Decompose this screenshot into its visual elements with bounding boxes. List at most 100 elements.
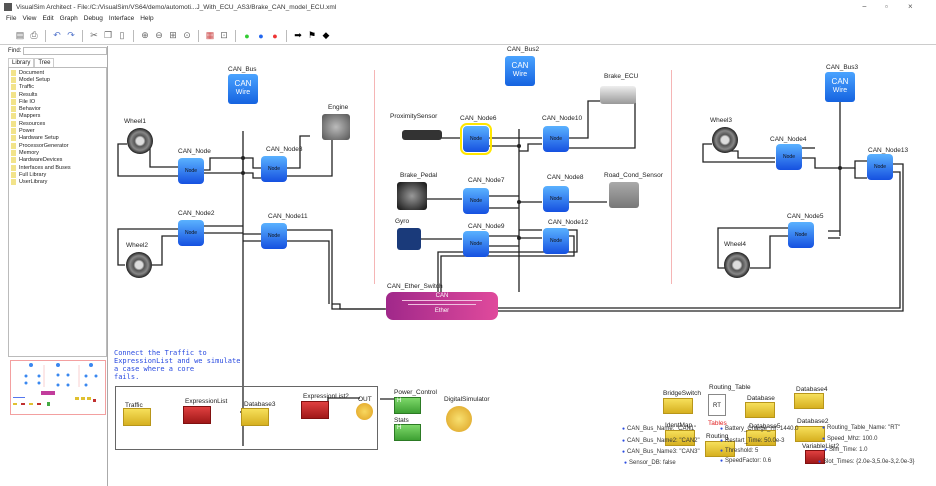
wheel3-icon[interactable] bbox=[712, 127, 738, 153]
can-node6-block[interactable]: Node bbox=[460, 123, 492, 155]
param-item[interactable]: CAN_Bus_Name3: "CAN3" bbox=[622, 449, 700, 455]
wheel2-icon[interactable] bbox=[126, 252, 152, 278]
arrow-icon[interactable]: ➡ bbox=[294, 30, 302, 40]
diagram-overview[interactable] bbox=[10, 360, 106, 415]
param-item[interactable]: CAN_Bus_Name2: "CAN2" bbox=[622, 438, 700, 444]
can-node13-block[interactable]: Node bbox=[867, 154, 893, 180]
save-icon[interactable]: ▤ bbox=[15, 30, 25, 40]
menu-graph[interactable]: Graph bbox=[59, 15, 78, 22]
library-item[interactable]: Interfaces and Buses bbox=[11, 164, 104, 171]
param-item[interactable]: Threshold: 5 bbox=[720, 448, 758, 454]
find-input[interactable] bbox=[23, 47, 107, 55]
pause-icon[interactable]: ● bbox=[258, 30, 264, 41]
power-control-block[interactable]: H bbox=[394, 397, 421, 414]
param-item[interactable]: SpeedFactor: 0.6 bbox=[720, 458, 771, 464]
param-item[interactable]: Battery_Charge_Hr: 1440.0 bbox=[720, 426, 798, 432]
can-node3-block[interactable]: Node bbox=[261, 156, 287, 182]
param-item[interactable]: Sensor_DB: false bbox=[624, 460, 676, 466]
database4-block[interactable] bbox=[794, 393, 824, 409]
menu-file[interactable]: File bbox=[6, 15, 17, 22]
library-item[interactable]: Traffic bbox=[11, 84, 104, 91]
run-icon[interactable]: ● bbox=[244, 30, 250, 41]
hierarchy-icon[interactable]: ▦ bbox=[205, 30, 215, 40]
expressionlist-block[interactable] bbox=[183, 406, 211, 424]
road-cond-sensor-icon[interactable] bbox=[609, 182, 639, 208]
library-item[interactable]: HardwareDevices bbox=[11, 157, 104, 164]
stop-icon[interactable]: ● bbox=[272, 30, 278, 41]
database-block[interactable] bbox=[745, 402, 775, 418]
traffic-block[interactable] bbox=[123, 408, 151, 426]
maximize-button[interactable]: ▫ bbox=[885, 2, 888, 11]
library-item[interactable]: Full Library bbox=[11, 171, 104, 178]
close-button[interactable]: × bbox=[908, 2, 913, 11]
param-item[interactable]: Restart_Time: 50.0e-3 bbox=[720, 438, 784, 444]
expressionlist2-block[interactable] bbox=[301, 401, 329, 419]
can-node-block[interactable]: Node bbox=[178, 158, 204, 184]
library-item[interactable]: Memory bbox=[11, 149, 104, 156]
brake-ecu-icon[interactable] bbox=[600, 86, 636, 104]
tab-library[interactable]: Library bbox=[8, 58, 35, 67]
library-item[interactable]: File IO bbox=[11, 98, 104, 105]
redo-icon[interactable]: ↷ bbox=[67, 30, 75, 40]
can-node2-block[interactable]: Node bbox=[178, 220, 204, 246]
param-item[interactable]: CAN_Bus_Name: "CAN1" bbox=[622, 426, 696, 432]
database3-block[interactable] bbox=[241, 408, 269, 426]
zoom-in-icon[interactable]: ⊕ bbox=[141, 30, 149, 40]
can-node10-block[interactable]: Node bbox=[543, 126, 569, 152]
library-item[interactable]: Mappers bbox=[11, 113, 104, 120]
param-item[interactable]: Slot_Times: {2.0e-3,5.0e-3,2.0e-3} bbox=[818, 459, 915, 465]
library-item[interactable]: Power bbox=[11, 127, 104, 135]
zoom-fit-icon[interactable]: ⊞ bbox=[169, 30, 177, 40]
engine-icon[interactable] bbox=[322, 114, 350, 140]
stats-block[interactable]: H bbox=[394, 424, 421, 441]
routing-table-icon[interactable]: RT bbox=[708, 394, 726, 416]
menu-debug[interactable]: Debug bbox=[83, 15, 103, 22]
print-icon[interactable]: ⎙ bbox=[30, 30, 38, 40]
cut-icon[interactable]: ✂ bbox=[90, 30, 98, 40]
library-item[interactable]: Resources bbox=[11, 120, 104, 127]
expand-icon[interactable]: ⊡ bbox=[220, 30, 228, 40]
library-item[interactable]: Model Setup bbox=[11, 76, 104, 83]
gyro-icon[interactable] bbox=[397, 228, 421, 250]
diamond-icon[interactable]: ◆ bbox=[322, 30, 330, 40]
bridgeswitch-block[interactable] bbox=[663, 398, 693, 414]
param-item[interactable]: Speed_Mhz: 100.0 bbox=[822, 436, 877, 442]
menu-view[interactable]: View bbox=[22, 15, 37, 22]
paste-icon[interactable]: ▯ bbox=[119, 30, 125, 40]
wheel1-icon[interactable] bbox=[127, 128, 153, 154]
menu-interface[interactable]: Interface bbox=[108, 15, 135, 22]
tab-tree[interactable]: Tree bbox=[34, 58, 55, 67]
proximity-sensor-icon[interactable] bbox=[402, 130, 442, 140]
zoom-reset-icon[interactable]: ⊙ bbox=[183, 30, 191, 40]
param-item[interactable]: Routing_Table_Name: "RT" bbox=[822, 425, 900, 431]
copy-icon[interactable]: ❐ bbox=[103, 30, 113, 40]
library-item[interactable]: Hardware Setup bbox=[11, 135, 104, 142]
menu-edit[interactable]: Edit bbox=[42, 15, 54, 22]
digital-simulator-icon[interactable] bbox=[446, 406, 472, 432]
can-node5-block[interactable]: Node bbox=[788, 222, 814, 248]
menu-help[interactable]: Help bbox=[140, 15, 154, 22]
undo-icon[interactable]: ↶ bbox=[53, 30, 61, 40]
param-item[interactable]: Sim_Time: 1.0 bbox=[824, 447, 867, 453]
library-item[interactable]: Document bbox=[11, 69, 104, 76]
flag-icon[interactable]: ⚑ bbox=[307, 30, 317, 40]
can-node11-block[interactable]: Node bbox=[261, 223, 287, 249]
can-node9-block[interactable]: Node bbox=[463, 231, 489, 257]
wheel4-icon[interactable] bbox=[724, 252, 750, 278]
library-item[interactable]: ProcessorGenerator bbox=[11, 142, 104, 149]
can-node4-block[interactable]: Node bbox=[776, 144, 802, 170]
library-item[interactable]: Behavior bbox=[11, 105, 104, 113]
library-item[interactable]: UserLibrary bbox=[11, 178, 104, 186]
zoom-out-icon[interactable]: ⊖ bbox=[155, 30, 163, 40]
library-item[interactable]: Results bbox=[11, 91, 104, 98]
out-port[interactable] bbox=[356, 403, 373, 420]
can-node8-block[interactable]: Node bbox=[543, 186, 569, 212]
can-node7-block[interactable]: Node bbox=[463, 188, 489, 214]
minimize-button[interactable]: − bbox=[862, 2, 867, 11]
can-ether-switch[interactable]: CAN Ether bbox=[386, 292, 498, 320]
can-node12-block[interactable]: Node bbox=[543, 228, 569, 254]
